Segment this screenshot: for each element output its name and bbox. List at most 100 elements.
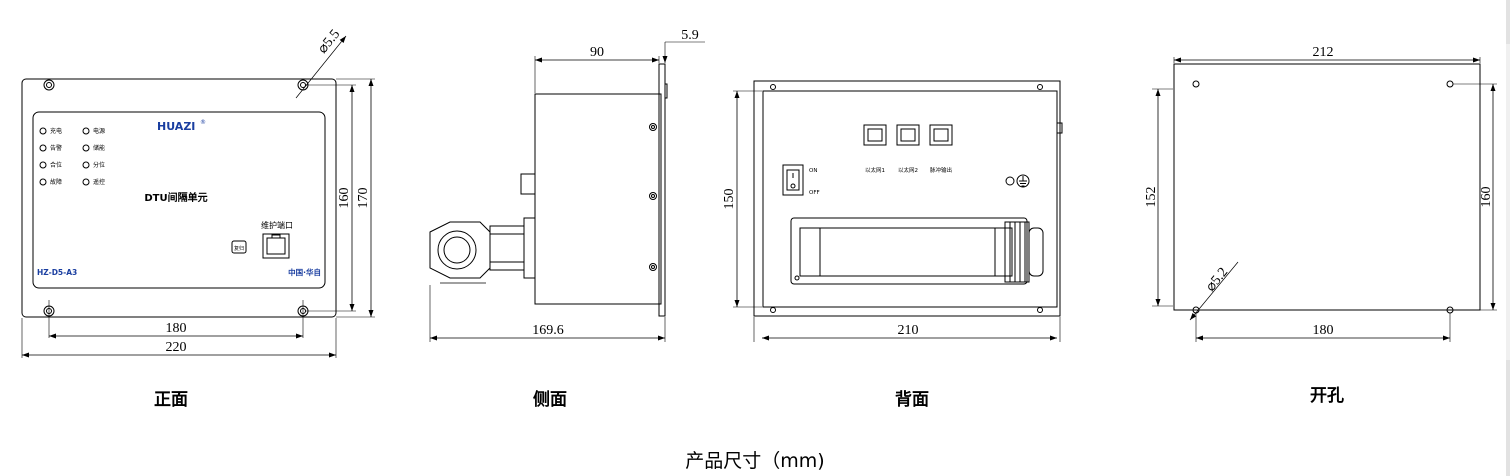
model-text: HZ-D5-A3 bbox=[37, 268, 77, 277]
leader-line bbox=[295, 35, 347, 99]
ground-icon bbox=[1016, 174, 1030, 188]
cutout-view-label: 开孔 bbox=[1310, 386, 1344, 406]
front-view-label: 正面 bbox=[154, 390, 188, 410]
dim-label: 160 bbox=[337, 188, 352, 209]
maint-port-outer bbox=[262, 233, 290, 259]
back-view-label: 背面 bbox=[895, 390, 929, 410]
leader-line bbox=[1189, 261, 1239, 321]
dim-label: 150 bbox=[722, 189, 737, 210]
side-body bbox=[534, 93, 662, 305]
maker-text: 中国·华自 bbox=[288, 267, 321, 277]
dim-label: 152 bbox=[1144, 187, 1159, 208]
front-outer-frame bbox=[21, 78, 337, 318]
figure-caption: 产品尺寸（mm) bbox=[685, 450, 825, 472]
side-screw bbox=[1056, 122, 1063, 134]
back-inner-plate bbox=[762, 90, 1058, 308]
screw-icon bbox=[649, 263, 657, 271]
dim-label: 160 bbox=[1479, 187, 1494, 208]
led-label: 储能 bbox=[93, 144, 105, 152]
port-label: 以太网2 bbox=[898, 166, 918, 174]
cable-slot-outer bbox=[790, 217, 1028, 285]
port-label: 以太网1 bbox=[865, 166, 885, 174]
maint-port-tab bbox=[271, 234, 281, 239]
mount-hole bbox=[770, 307, 776, 313]
port-label: 脉冲输出 bbox=[930, 166, 952, 174]
led-icon bbox=[82, 144, 90, 152]
side-connector-stub bbox=[520, 173, 536, 195]
led-label: 分位 bbox=[93, 161, 105, 169]
cutout-view-text: 212 180 152 160 ⌀5.2 bbox=[1144, 45, 1494, 338]
back-view bbox=[733, 80, 1063, 342]
gland-base bbox=[994, 227, 1006, 277]
dim-label: 169.6 bbox=[532, 323, 564, 338]
brand-text: HUAZI bbox=[157, 120, 195, 133]
dim-label: 5.9 bbox=[681, 28, 699, 43]
led-label: 合位 bbox=[50, 161, 62, 169]
dim-label: ⌀5.2 bbox=[1203, 265, 1231, 295]
ethernet-port-icon bbox=[863, 124, 887, 146]
front-view bbox=[21, 35, 375, 358]
dim-label: 170 bbox=[356, 188, 371, 209]
dim-label: 220 bbox=[166, 340, 187, 355]
front-view-text: HUAZI ® 充电 电源 告警 储能 合位 分位 故障 遥控 DTU间隔单元 … bbox=[37, 27, 371, 355]
led-icon bbox=[82, 178, 90, 186]
ethernet-port-icon bbox=[929, 124, 953, 146]
reg-mark: ® bbox=[200, 119, 206, 126]
mount-hole bbox=[794, 275, 800, 281]
led-label: 遥控 bbox=[93, 178, 105, 186]
maint-port-inner bbox=[266, 237, 286, 255]
ethernet-port-inner bbox=[867, 128, 883, 142]
dim-label: 210 bbox=[898, 323, 919, 338]
cable-slot-inner bbox=[799, 227, 1013, 277]
ethernet-port-inner bbox=[933, 128, 949, 142]
back-view-text: ON OFF 以太网1 以太网2 脉冲输出 210 150 bbox=[722, 166, 952, 338]
led-icon bbox=[39, 178, 47, 186]
led-label: 充电 bbox=[50, 127, 62, 135]
side-view-text: 90 5.9 169.6 bbox=[532, 28, 699, 338]
led-icon bbox=[82, 127, 90, 135]
screw-icon bbox=[649, 123, 657, 131]
mount-hole bbox=[1037, 307, 1043, 313]
reset-label: 复归 bbox=[234, 245, 244, 252]
scrollbar-segment bbox=[1506, 0, 1510, 44]
dim-label: 212 bbox=[1313, 45, 1334, 60]
side-view bbox=[429, 41, 705, 342]
front-inner-panel bbox=[32, 111, 326, 289]
side-flange bbox=[658, 63, 666, 317]
scrollbar-segment bbox=[1506, 360, 1510, 476]
back-plate bbox=[753, 80, 1061, 317]
led-icon bbox=[82, 161, 90, 169]
led-icon bbox=[39, 161, 47, 169]
cutout-view bbox=[1152, 57, 1497, 342]
ethernet-port-inner bbox=[900, 128, 916, 142]
mount-hole bbox=[43, 79, 55, 91]
led-icon bbox=[39, 144, 47, 152]
dim-label: 180 bbox=[1313, 323, 1334, 338]
power-switch-icon bbox=[782, 164, 804, 196]
dim-label: 90 bbox=[590, 45, 604, 60]
gland-nut bbox=[429, 221, 491, 279]
terminal-icon bbox=[1005, 176, 1015, 186]
product-name: DTU间隔单元 bbox=[144, 191, 207, 204]
cutout-hole bbox=[1192, 80, 1200, 88]
maint-port-label: 维护端口 bbox=[261, 220, 293, 230]
side-flange-lip bbox=[664, 83, 668, 99]
reset-button-shape bbox=[231, 240, 247, 254]
switch-on-label: ON bbox=[809, 168, 817, 174]
switch-off-label: OFF bbox=[809, 190, 820, 196]
screw-icon bbox=[649, 192, 657, 200]
led-label: 电源 bbox=[93, 127, 105, 135]
screw-icon bbox=[651, 265, 655, 269]
scrollbar-track[interactable] bbox=[1506, 0, 1510, 476]
led-icon bbox=[39, 127, 47, 135]
gland-body bbox=[489, 225, 525, 271]
led-label: 故障 bbox=[50, 178, 62, 186]
mount-hole-inner bbox=[46, 82, 52, 88]
power-switch-rocker bbox=[786, 169, 800, 191]
cutout-hole bbox=[1446, 80, 1454, 88]
led-label: 告警 bbox=[50, 144, 62, 152]
gland-cap bbox=[1028, 227, 1044, 277]
gland-hole-inner bbox=[443, 236, 471, 264]
screw-icon bbox=[651, 194, 655, 198]
